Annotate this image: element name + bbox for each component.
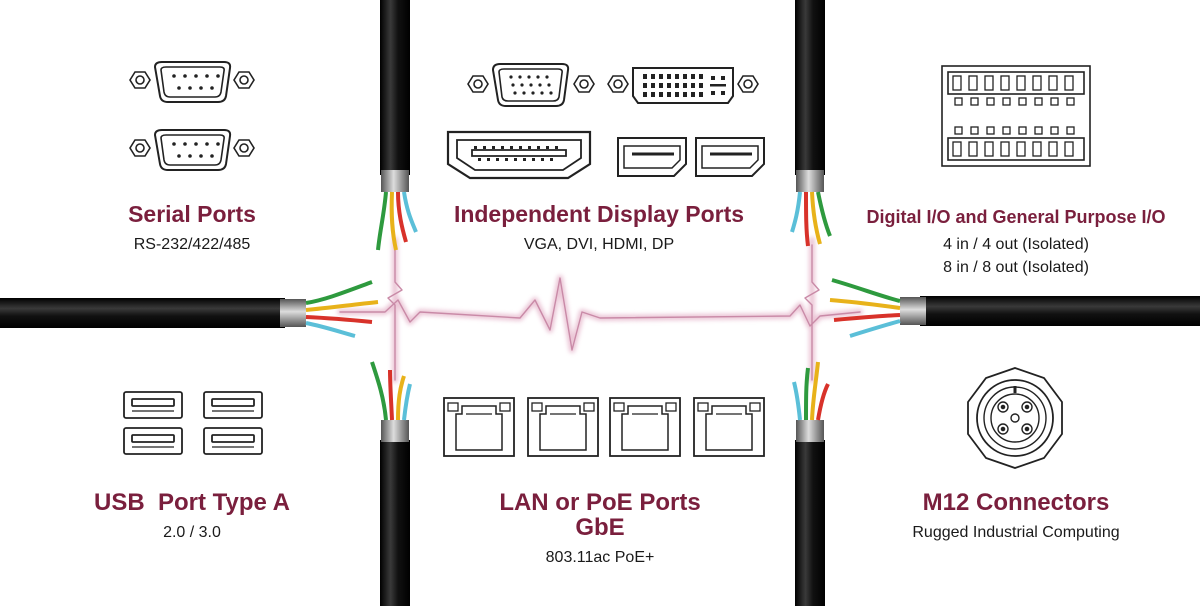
lan-panel: LAN or PoE Ports GbE 803.11ac PoE+ <box>460 490 740 569</box>
display-subtitle: VGA, DVI, HDMI, DP <box>523 236 675 253</box>
dio-title: Digital I/O and General Purpose I/O <box>866 207 1166 227</box>
m12-title: M12 Connectors <box>922 489 1110 516</box>
vga-icon <box>467 63 595 107</box>
display-title: Independent Display Ports <box>453 201 745 227</box>
usb-subtitle: 2.0 / 3.0 <box>163 524 221 541</box>
lan-title-line-1: LAN or PoE Ports <box>499 489 701 516</box>
lan-subtitle: 803.11ac PoE+ <box>545 549 655 566</box>
m12-panel: M12 Connectors Rugged Industrial Computi… <box>866 490 1166 544</box>
usb-title: USB Port Type A <box>93 489 291 516</box>
dio-line-2: 8 in / 8 out (Isolated) <box>943 259 1089 276</box>
serial-subtitle: RS-232/422/485 <box>133 236 251 253</box>
m12-subtitle: Rugged Industrial Computing <box>912 524 1120 541</box>
signal-wave-icon <box>337 237 863 383</box>
dio-panel: Digital I/O and General Purpose I/O 4 in… <box>835 205 1197 279</box>
hdmi-icon <box>446 130 592 180</box>
m12-connector-icon <box>967 367 1063 469</box>
dio-line-1: 4 in / 4 out (Isolated) <box>943 236 1089 253</box>
dvi-icon <box>607 67 759 104</box>
serial-title: Serial Ports <box>128 201 256 227</box>
usb-a-icon <box>123 391 263 455</box>
terminal-block-icon <box>941 65 1091 167</box>
lan-title-line-2: GbE <box>575 514 625 541</box>
displayport-icon <box>617 137 765 177</box>
serial-panel: Serial Ports RS-232/422/485 <box>92 201 292 256</box>
usb-panel: USB Port Type A 2.0 / 3.0 <box>72 490 312 544</box>
rj45-icon <box>443 397 765 457</box>
db9-serial-icon <box>129 61 255 171</box>
display-panel: Independent Display Ports VGA, DVI, HDMI… <box>419 201 779 256</box>
